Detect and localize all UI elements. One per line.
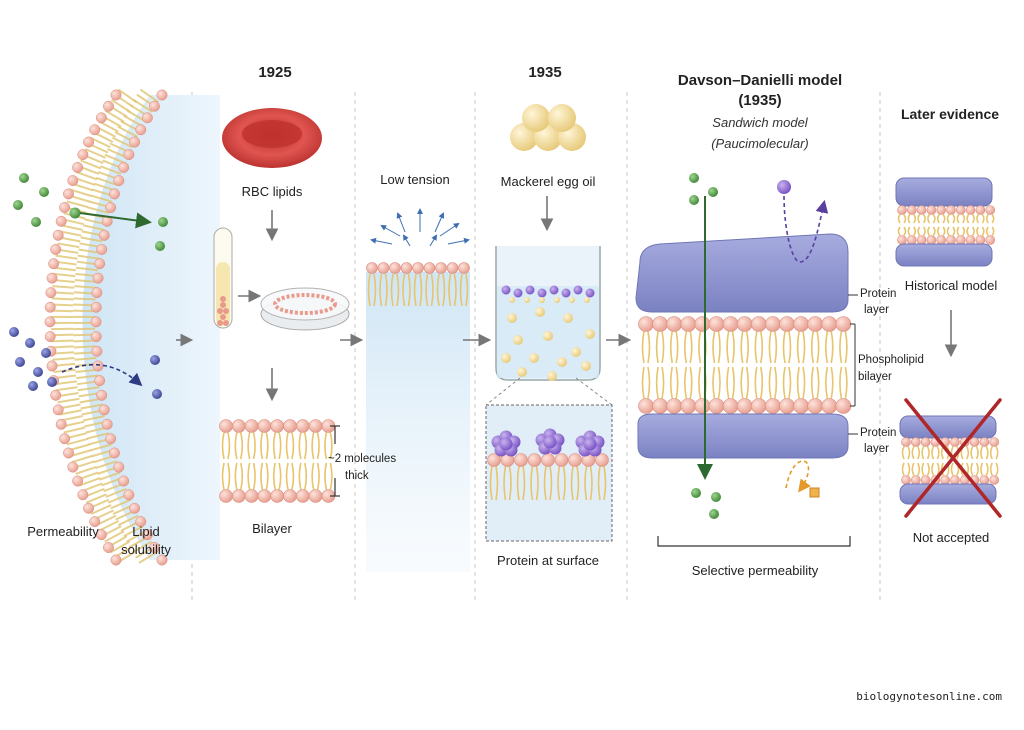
membrane-icon xyxy=(44,88,220,566)
label-solubility: solubility xyxy=(121,542,171,557)
label-thick: thick xyxy=(345,470,369,482)
heading-dd-year: (1935) xyxy=(738,92,782,109)
label-protein-layer-bottom: Protein xyxy=(860,427,897,439)
cross-mark-icon xyxy=(904,398,1002,518)
label-low-tension: Low tension xyxy=(380,172,450,187)
egg-oil-icon xyxy=(510,104,586,151)
label-selective-permeability: Selective permeability xyxy=(691,563,819,578)
protein-layer-bottom xyxy=(637,413,849,459)
tension-arrows xyxy=(370,208,470,247)
label-protein-layer-top: Protein xyxy=(860,288,897,300)
label-molecules-thick: ~2 molecules xyxy=(328,453,397,465)
bilayer-1925 xyxy=(219,419,336,503)
heading-1935: 1935 xyxy=(528,64,562,81)
beaker-icon xyxy=(495,246,601,381)
dd-molecules xyxy=(689,173,829,519)
label-bilayer: Bilayer xyxy=(252,521,292,536)
water-column xyxy=(366,272,470,572)
label-mackerel-egg-oil: Mackerel egg oil xyxy=(500,174,596,189)
blue-molecules xyxy=(9,327,162,399)
green-molecules xyxy=(13,173,168,251)
test-tube-icon xyxy=(213,227,233,329)
credit-text: biologynotesonline.com xyxy=(856,690,1002,703)
historical-model-icon xyxy=(895,177,996,267)
heading-1925: 1925 xyxy=(258,64,292,81)
heading-dd-model: Davson–Danielli model xyxy=(677,72,843,89)
label-protein-at-surface: Protein at surface xyxy=(497,553,599,568)
thickness-bracket xyxy=(330,425,340,497)
label-rbc-lipids: RBC lipids xyxy=(241,184,303,199)
label-layer-top: layer xyxy=(864,304,889,316)
zoom-box xyxy=(485,377,613,542)
petri-dish-icon xyxy=(260,287,350,331)
label-lipid: Lipid xyxy=(132,524,160,539)
rbc-icon xyxy=(222,108,322,168)
subtitle-sandwich: Sandwich model xyxy=(712,115,808,130)
selective-bracket xyxy=(657,536,851,547)
dd-label-lines xyxy=(848,294,858,435)
protein-layer-top xyxy=(635,233,849,313)
label-bilayer-dd: bilayer xyxy=(858,371,892,383)
label-not-accepted: Not accepted xyxy=(912,530,990,545)
heading-later-evidence: Later evidence xyxy=(900,106,1000,122)
monolayer xyxy=(366,262,470,307)
label-layer-bottom: layer xyxy=(864,443,889,455)
label-phospholipid: Phospholipid xyxy=(858,354,924,366)
label-permeability: Permeability xyxy=(27,524,99,539)
subtitle-paucimolecular: (Paucimolecular) xyxy=(711,136,809,151)
dd-bilayer xyxy=(638,316,852,414)
label-historical-model: Historical model xyxy=(904,278,998,293)
